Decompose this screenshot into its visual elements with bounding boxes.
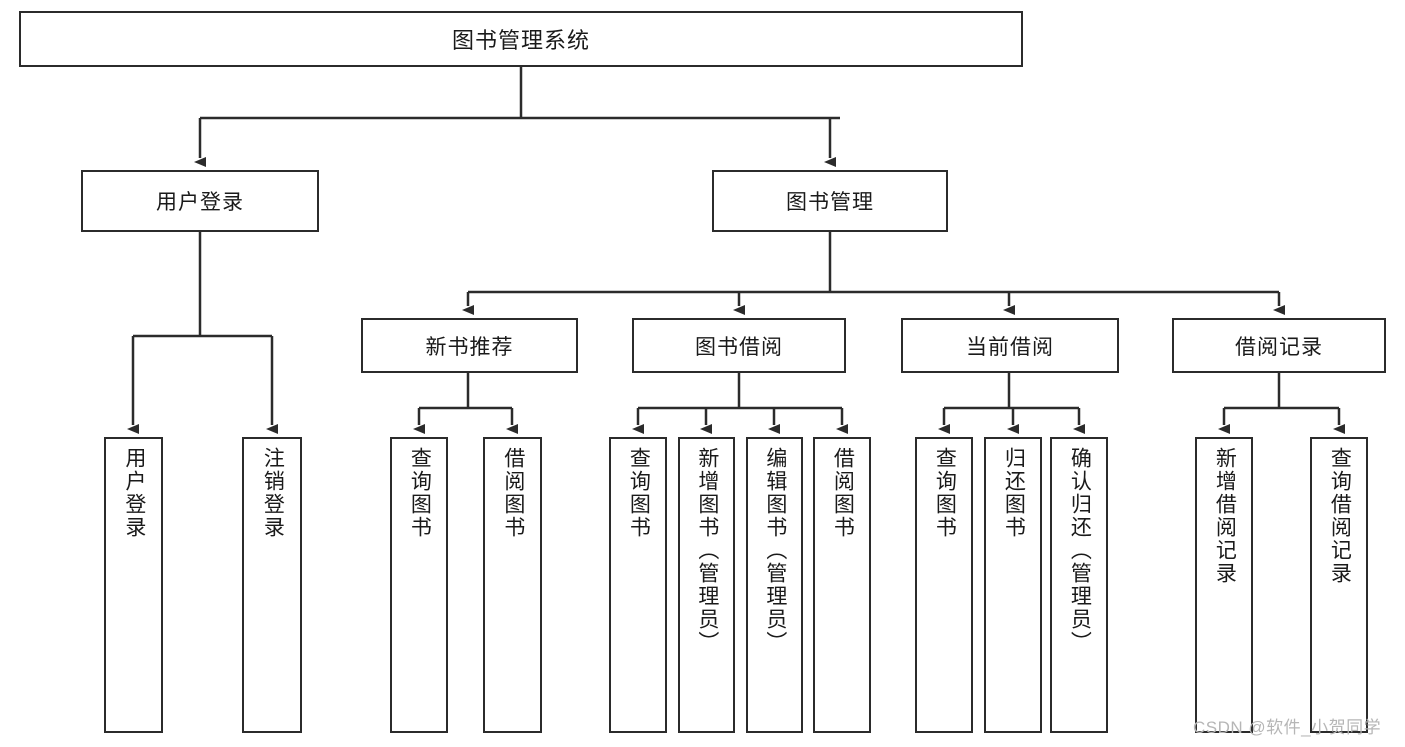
node-leaf-edit-book-label: 编辑图书（管理员） xyxy=(763,447,787,654)
node-leaf-user-login-label: 用户登录 xyxy=(122,447,146,539)
node-book-manage-label: 图书管理 xyxy=(786,191,874,214)
node-leaf-query-record-label: 查询借阅记录 xyxy=(1328,447,1352,585)
node-leaf-borrow-book-1-label: 借阅图书 xyxy=(501,447,525,539)
node-leaf-confirm-return[interactable]: 确认归还（管理员） xyxy=(1050,437,1108,733)
node-leaf-edit-book[interactable]: 编辑图书（管理员） xyxy=(746,437,803,733)
watermark: CSDN @软件_小贺同学 xyxy=(1193,718,1382,737)
node-leaf-query-book-3-label: 查询图书 xyxy=(933,447,957,539)
node-current-borrow-label: 当前借阅 xyxy=(966,335,1054,359)
node-leaf-query-book-2-label: 查询图书 xyxy=(627,447,651,539)
node-leaf-return-book-label: 归还图书 xyxy=(1002,447,1026,539)
node-user-login-label: 用户登录 xyxy=(156,191,244,214)
node-leaf-confirm-return-label: 确认归还（管理员） xyxy=(1068,447,1092,654)
node-root[interactable]: 图书管理系统 xyxy=(19,11,1023,67)
node-borrow-record[interactable]: 借阅记录 xyxy=(1172,318,1386,373)
node-current-borrow[interactable]: 当前借阅 xyxy=(901,318,1119,373)
node-leaf-add-record[interactable]: 新增借阅记录 xyxy=(1195,437,1253,733)
node-book-borrow[interactable]: 图书借阅 xyxy=(632,318,846,373)
node-leaf-user-login[interactable]: 用户登录 xyxy=(104,437,163,733)
node-user-login[interactable]: 用户登录 xyxy=(81,170,319,232)
node-leaf-query-book-1[interactable]: 查询图书 xyxy=(390,437,448,733)
node-leaf-borrow-book-2[interactable]: 借阅图书 xyxy=(813,437,871,733)
node-leaf-borrow-book-1[interactable]: 借阅图书 xyxy=(483,437,542,733)
node-leaf-query-book-2[interactable]: 查询图书 xyxy=(609,437,667,733)
node-new-book-rec-label: 新书推荐 xyxy=(425,335,514,359)
node-leaf-add-record-label: 新增借阅记录 xyxy=(1213,447,1237,585)
node-root-label: 图书管理系统 xyxy=(451,28,590,53)
node-new-book-rec[interactable]: 新书推荐 xyxy=(361,318,578,373)
node-book-borrow-label: 图书借阅 xyxy=(695,335,783,359)
node-leaf-logout-label: 注销登录 xyxy=(261,447,285,539)
node-leaf-add-book[interactable]: 新增图书（管理员） xyxy=(678,437,735,733)
node-book-manage[interactable]: 图书管理 xyxy=(712,170,948,232)
node-leaf-add-book-label: 新增图书（管理员） xyxy=(695,447,719,654)
node-leaf-query-record[interactable]: 查询借阅记录 xyxy=(1310,437,1368,733)
node-leaf-query-book-3[interactable]: 查询图书 xyxy=(915,437,973,733)
node-leaf-logout[interactable]: 注销登录 xyxy=(242,437,302,733)
node-leaf-borrow-book-2-label: 借阅图书 xyxy=(831,447,855,539)
node-leaf-query-book-1-label: 查询图书 xyxy=(408,447,432,539)
node-borrow-record-label: 借阅记录 xyxy=(1235,335,1323,359)
node-leaf-return-book[interactable]: 归还图书 xyxy=(984,437,1042,733)
